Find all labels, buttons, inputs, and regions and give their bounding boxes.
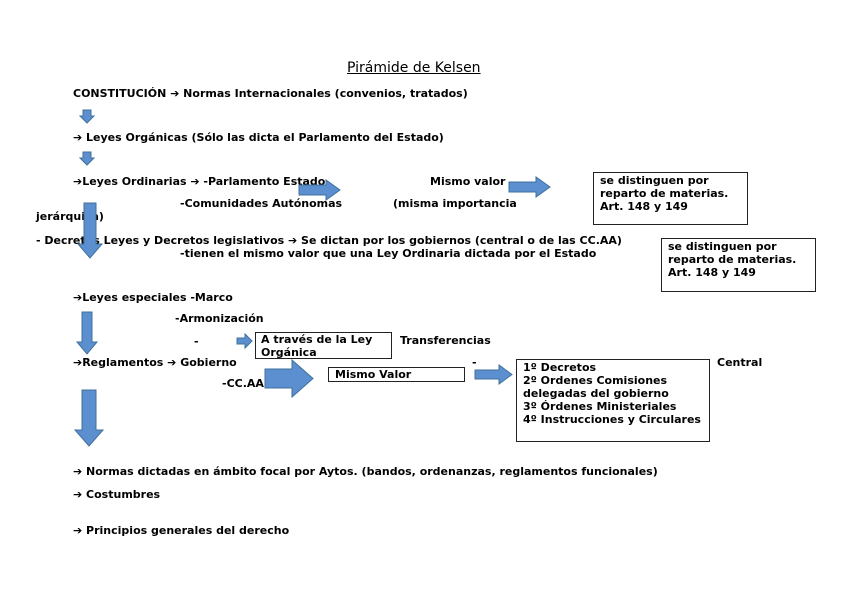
list-item: 3º Órdenes Ministeriales [523, 400, 677, 413]
mismo-valor-label: Mismo valor [430, 175, 506, 188]
misma-importancia-label: (misma importancia [393, 197, 517, 210]
arrow-down-icon [78, 109, 96, 124]
box-line: A través de la Ley [261, 333, 373, 346]
list-item: 2º Ordenes Comisiones [523, 374, 668, 387]
arrow-down-icon [76, 202, 104, 259]
arrow-down-icon [75, 311, 99, 355]
costumbres-line: ➔ Costumbres [73, 488, 161, 501]
reglamentos-line: ➔Reglamentos ➔ Gobierno [73, 356, 237, 369]
tienen-valor-line: -tienen el mismo valor que una Ley Ordin… [180, 247, 597, 260]
dash-marker: - [194, 335, 199, 348]
arrow-down-icon [73, 389, 105, 447]
constitucion-line: CONSTITUCIÓN ➔ Normas Internacionales (c… [73, 87, 468, 100]
comunidades-line: -Comunidades Autónomas [180, 197, 343, 210]
list-item: 1º Decretos [523, 361, 597, 374]
arrow-down-icon [78, 151, 96, 166]
central-label: Central [717, 356, 763, 369]
arrow-right-icon [236, 332, 253, 350]
box-line: Mismo Valor [335, 368, 412, 381]
reparto-materias-box: se distinguen por reparto de materias. A… [593, 172, 748, 225]
reglamentos-list-box: 1º Decretos 2º Ordenes Comisiones delega… [516, 359, 710, 442]
ccaa-label: -CC.AA [222, 377, 264, 390]
page-title: Pirámide de Kelsen [347, 60, 481, 76]
armonizacion-line: -Armonización [175, 312, 264, 325]
box-line: reparto de materias. [668, 253, 797, 266]
box-line: Art. 148 y 149 [600, 200, 688, 213]
box-line: Orgánica [261, 346, 317, 359]
transferencias-label: Transferencias [400, 334, 491, 347]
leyes-ordinarias-line: ➔Leyes Ordinarias ➔ -Parlamento Estado [73, 175, 326, 188]
principios-line: ➔ Principios generales del derecho [73, 524, 290, 537]
decretos-leyes-line: - Decretos Leyes y Decretos legislativos… [36, 234, 622, 247]
box-line: se distinguen por [668, 240, 777, 253]
mismo-valor-box: Mismo Valor [328, 367, 465, 382]
box-line: Art. 148 y 149 [668, 266, 756, 279]
list-item: delegadas del gobierno [523, 387, 669, 400]
box-line: se distinguen por [600, 174, 709, 187]
ley-organica-box: A través de la Ley Orgánica [255, 332, 392, 359]
leyes-especiales-line: ➔Leyes especiales -Marco [73, 291, 233, 304]
leyes-organicas-line: ➔ Leyes Orgánicas (Sólo las dicta el Par… [73, 131, 444, 144]
arrow-right-icon [264, 358, 314, 399]
box-line: reparto de materias. [600, 187, 729, 200]
reparto-materias-box: se distinguen por reparto de materias. A… [661, 238, 816, 292]
list-item: 4º Instrucciones y Circulares [523, 413, 701, 426]
dash-marker: - [472, 356, 477, 369]
arrow-right-icon [474, 364, 513, 385]
arrow-right-icon [508, 176, 551, 198]
arrow-right-icon [298, 179, 341, 201]
normas-ambito-line: ➔ Normas dictadas en ámbito focal por Ay… [73, 465, 658, 478]
